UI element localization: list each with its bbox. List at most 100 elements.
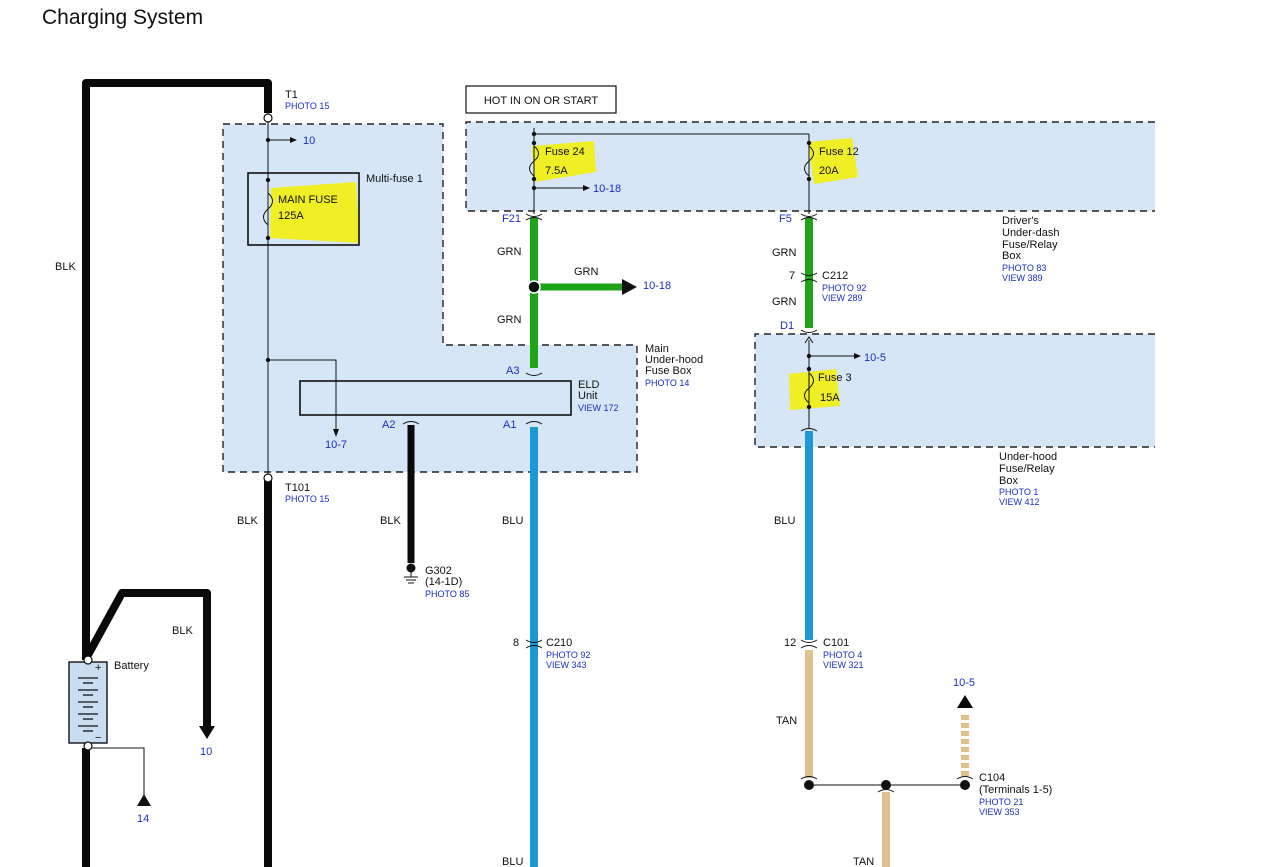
label-driver-box-ref1: PHOTO 83 (1002, 263, 1046, 273)
label-c212-ref2: VIEW 289 (822, 293, 863, 303)
label-c210-ref1: PHOTO 92 (546, 650, 590, 660)
terminal-c210 (525, 639, 543, 649)
label-c104-sub: (Terminals 1-5) (979, 784, 1052, 796)
battery-plus-icon: + (95, 662, 101, 674)
highlight-fuse12 (808, 138, 858, 184)
label-main-fuse: MAIN FUSE (278, 194, 338, 206)
label-c210: C210 (546, 637, 572, 649)
arrow-fuse24-10-18 (583, 185, 590, 191)
arrow-grn-10-18 (622, 279, 637, 295)
link-c104-10-5[interactable]: 10-5 (953, 677, 975, 689)
dot-tan-c104-left (804, 780, 814, 790)
label-t101-ref: PHOTO 15 (285, 494, 329, 504)
pin-d1: D1 (780, 320, 794, 332)
eld-unit-box (299, 380, 572, 416)
internal-battery-neg-branch (90, 747, 145, 796)
hot-in-on-or-start-text: HOT IN ON OR START (484, 95, 599, 107)
fuse3-symbol (804, 372, 814, 404)
link-batt-14[interactable]: 14 (137, 813, 149, 825)
highlight-fuse3 (789, 369, 840, 410)
label-c104-ref1: PHOTO 21 (979, 797, 1023, 807)
terminal-a1 (525, 421, 543, 425)
arrow-fuse3-10-5 (854, 353, 861, 359)
wire-label-grn-splice: GRN (574, 266, 599, 278)
dot-fuse12-top (806, 140, 812, 146)
wire-label-blk-t101: BLK (237, 515, 258, 527)
wire-label-blk-left: BLK (55, 261, 76, 273)
arrow-battery-14 (137, 794, 151, 806)
terminal-c104-right (956, 776, 974, 780)
dot-fuse24-bot (531, 176, 537, 182)
label-fuse12-rating: 20A (819, 165, 839, 177)
terminal-d1-arrow (804, 336, 814, 344)
wire-blk-left-battery (82, 79, 272, 660)
terminal-c104-mid (877, 789, 895, 793)
arrow-mf-10-7 (333, 429, 339, 437)
label-g302-sub: (14-1D) (425, 576, 462, 588)
dot-t101 (263, 473, 273, 483)
terminal-a2 (402, 421, 420, 425)
wire-label-blu-a1: BLU (502, 515, 523, 527)
label-driver-box-4: Box (1002, 250, 1021, 262)
terminal-a3 (525, 372, 543, 376)
link-batt-10[interactable]: 10 (200, 746, 212, 758)
internal-eld-feed (268, 359, 337, 430)
dot-mf-bot (265, 235, 271, 241)
pin-a1: A1 (503, 419, 516, 431)
label-driver-box-3: Fuse/Relay (1002, 239, 1058, 251)
highlight-main-fuse (270, 182, 360, 243)
fuse12-symbol (804, 145, 814, 177)
label-driver-box-2: Under-dash (1002, 227, 1059, 239)
underhood-fuse-relay-box (754, 333, 1155, 448)
highlight-fuse24 (532, 141, 596, 182)
link-fuse24-10-18[interactable]: 10-18 (593, 183, 621, 195)
label-uh-box-1: Under-hood (999, 451, 1057, 463)
label-c101-ref2: VIEW 321 (823, 660, 864, 670)
dot-t1 (263, 113, 273, 123)
dot-fuse24-branch (531, 185, 537, 191)
wire-label-grn-f21: GRN (497, 246, 522, 258)
dot-mf-top (265, 177, 271, 183)
link-fuse3-10-5[interactable]: 10-5 (864, 352, 886, 364)
label-main-box-2: Under-hood (645, 354, 703, 366)
wire-label-blu-fuse3: BLU (774, 515, 795, 527)
label-uh-box-3: Box (999, 475, 1018, 487)
link-mf-10-7[interactable]: 10-7 (325, 439, 347, 451)
dot-fuse24-top (531, 140, 537, 146)
label-eld-1: ELD (578, 379, 599, 391)
dot-fuse3-branch (806, 353, 812, 359)
terminal-c101 (800, 639, 818, 649)
dot-tan-splice (881, 780, 891, 790)
label-c101-ref1: PHOTO 4 (823, 650, 862, 660)
wire-label-tan-c101: TAN (776, 715, 797, 727)
hot-in-on-or-start-box (465, 85, 617, 114)
pin-a3: A3 (506, 365, 519, 377)
label-fuse24-rating: 7.5A (545, 165, 568, 177)
pin-f5: F5 (779, 213, 792, 225)
wire-label-grn-f5: GRN (772, 247, 797, 259)
label-uh-box-ref1: PHOTO 1 (999, 487, 1038, 497)
wire-label-blk-batt: BLK (172, 625, 193, 637)
label-main-box-1: Main (645, 343, 669, 355)
pin-f21: F21 (502, 213, 521, 225)
terminal-c212 (800, 272, 818, 283)
wire-label-blu-a1-bottom: BLU (502, 856, 523, 867)
link-mf-10[interactable]: 10 (303, 135, 315, 147)
label-fuse3-rating: 15A (820, 392, 840, 404)
wire-blk-battery-to-10 (84, 589, 211, 728)
wire-label-grn-d1: GRN (772, 296, 797, 308)
diagram-title: Charging System (42, 6, 203, 29)
link-grn-10-18[interactable]: 10-18 (643, 280, 671, 292)
dot-mf-branch (265, 137, 271, 143)
arrow-tan-10-5 (957, 695, 973, 708)
battery-minus-icon: − (95, 732, 101, 744)
arrow-blk-10 (199, 726, 215, 739)
label-g302-ref: PHOTO 85 (425, 589, 469, 599)
label-c101-pin: 12 (784, 637, 796, 649)
multi-fuse-1-box (247, 172, 360, 246)
label-t1-ref: PHOTO 15 (285, 101, 329, 111)
dot-driver-bus (531, 131, 537, 137)
dot-eld-feed (265, 357, 271, 363)
label-c212-pin: 7 (789, 270, 795, 282)
